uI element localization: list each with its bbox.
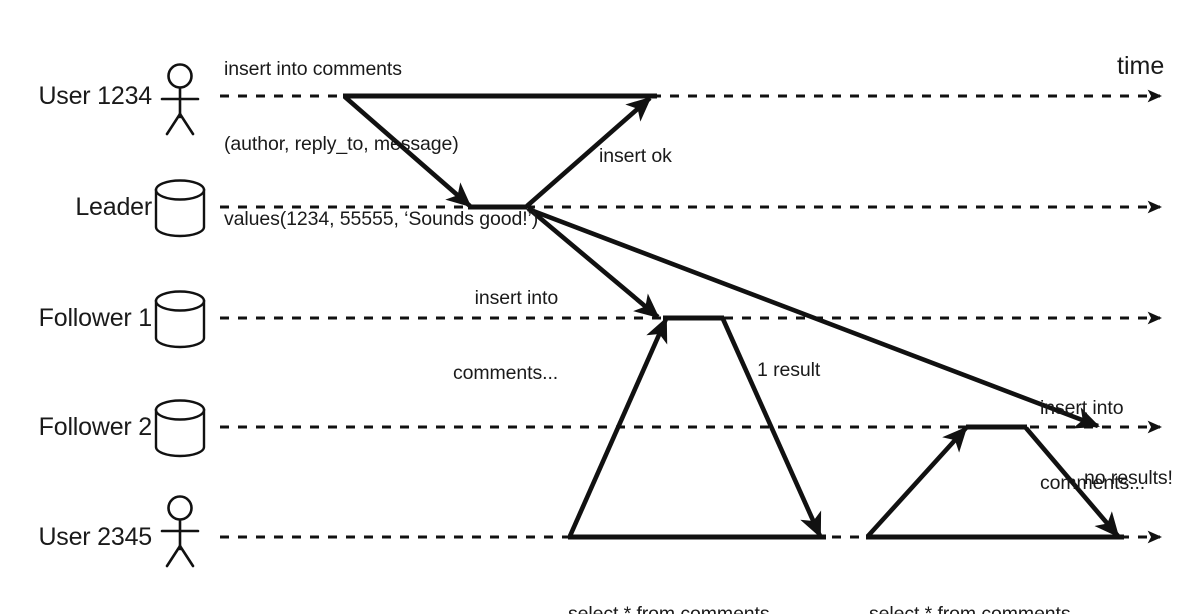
database-cylinder-icon	[154, 399, 206, 458]
replicate-left-line-1: insert into	[474, 287, 559, 309]
lifeline-label-user2345: User 2345	[38, 523, 152, 551]
message-arrow-replicate-follower2	[527, 206, 1100, 429]
insert-statement-line-1: insert into comments	[224, 58, 402, 80]
insert-statement-line-2: (author, reply_to, message)	[224, 133, 459, 155]
insert-statement-line-3: values(1234, 55555, ‘Sounds good!’)	[224, 208, 539, 230]
message-arrow-select-follower1	[567, 317, 669, 537]
message-arrow-result-follower1	[720, 318, 823, 538]
time-axis-label: time	[1117, 52, 1165, 80]
lifeline-label-user1234: User 1234	[38, 82, 152, 110]
message-arrow-result-follower2	[1024, 426, 1120, 538]
database-cylinder-icon	[154, 179, 206, 238]
message-label-one-result: 1 result	[757, 359, 821, 381]
message-arrow-select-follower2	[866, 426, 968, 538]
replicate-right-line-2: comments...	[1040, 472, 1146, 494]
lifeline-label-follower1: Follower 1	[38, 304, 153, 332]
lifeline-label-leader: Leader	[75, 193, 152, 221]
replicate-right-line-1: insert into	[1040, 397, 1124, 419]
message-label-insert-ok: insert ok	[599, 145, 672, 167]
message-label-no-results: no results!	[1084, 467, 1173, 489]
message-label-insert-statement: insert into comments (author, reply_to, …	[224, 7, 538, 282]
actor-stick-figure-icon	[160, 63, 200, 136]
lifeline-label-follower2: Follower 2	[38, 413, 153, 441]
message-arrow-replicate-follower1	[526, 206, 660, 319]
replicate-left-line-2: comments...	[453, 362, 559, 384]
message-label-replicate-follower2: insert into comments...	[1040, 346, 1145, 546]
message-label-replicate-follower1: insert into comments...	[453, 236, 558, 436]
message-label-select-follower1: select * from comments where reply_to = …	[568, 552, 770, 614]
select-2-line-1: select * from comments	[869, 603, 1071, 614]
message-arrow-insert-ok	[525, 96, 652, 208]
message-arrow-insert-request	[343, 95, 472, 208]
database-cylinder-icon	[154, 290, 206, 349]
select-1-line-1: select * from comments	[568, 603, 770, 614]
message-label-select-follower2: select * from comments where reply_to = …	[869, 552, 1071, 614]
actor-stick-figure-icon	[160, 495, 200, 568]
